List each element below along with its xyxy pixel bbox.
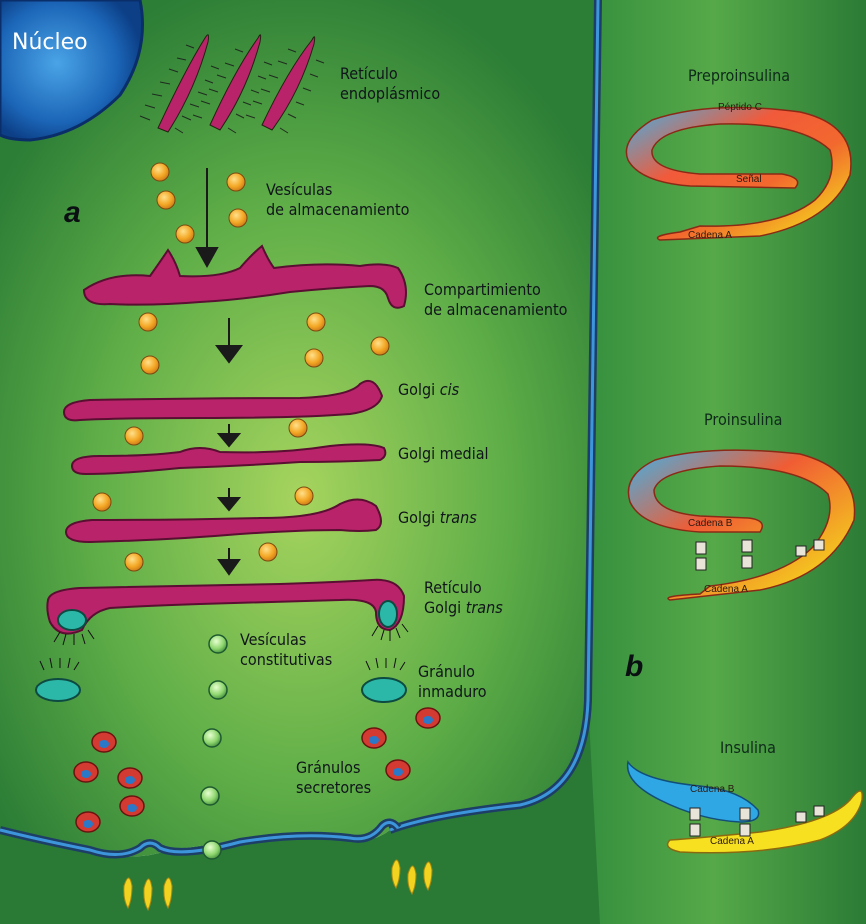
panel-a-letter: a xyxy=(64,196,81,230)
pro-chain-a-label: Cadena A xyxy=(704,584,748,595)
nucleus-label: Núcleo xyxy=(12,30,88,55)
golgi-medial-label: Golgi medial xyxy=(398,444,489,463)
pro-chain-b-label: Cadena B xyxy=(688,518,732,529)
secretory-granules-label-line1: Gránulos xyxy=(296,758,360,777)
preproinsulin-title: Preproinsulina xyxy=(688,66,790,85)
golgi-cis-label: Golgi cis xyxy=(398,380,459,399)
constitutive-vesicles-label-line1: Vesículas xyxy=(240,630,306,649)
peptide-c-label: Péptido C xyxy=(718,102,762,113)
pre-chain-a-label: Cadena A xyxy=(688,230,732,241)
storage-vesicles-label-line2: de almacenamiento xyxy=(266,200,409,219)
secretory-granules-label-line2: secretores xyxy=(296,778,371,797)
golgi-trans-label: Golgi trans xyxy=(398,508,477,527)
tgn-label-line1: Retículo xyxy=(424,578,482,597)
er-label-line2: endoplásmico xyxy=(340,84,440,103)
storage-compartment-label-line1: Compartimiento xyxy=(424,280,541,299)
immature-granule-label-line2: inmaduro xyxy=(418,682,487,701)
signal-label: Señal xyxy=(736,174,762,185)
insulin-title: Insulina xyxy=(720,738,776,757)
constitutive-vesicles-label-line2: constitutivas xyxy=(240,650,332,669)
proinsulin-title: Proinsulina xyxy=(704,410,782,429)
ins-chain-b-label: Cadena B xyxy=(690,784,734,795)
storage-compartment-label-line2: de almacenamiento xyxy=(424,300,567,319)
tgn-label-line2: Golgi trans xyxy=(424,598,503,617)
er-label-line1: Retículo xyxy=(340,64,398,83)
panel-b-letter: b xyxy=(625,650,643,684)
ins-chain-a-label: Cadena A xyxy=(710,836,754,847)
immature-granule-label-line1: Gránulo xyxy=(418,662,475,681)
storage-vesicles-label-line1: Vesículas xyxy=(266,180,332,199)
